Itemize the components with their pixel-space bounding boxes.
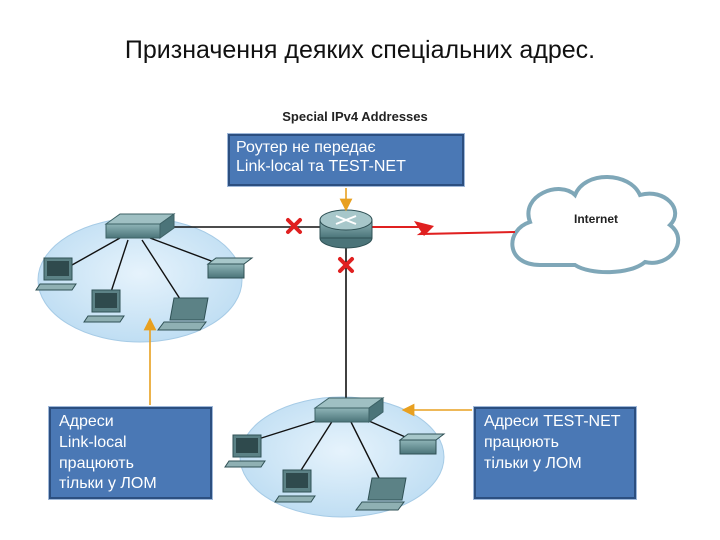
pc-icon [83, 289, 125, 323]
printer-icon [206, 257, 254, 279]
callout-line: Адреси [59, 413, 114, 430]
callout-line: Link-local [59, 433, 127, 451]
internet-label: Internet [573, 212, 618, 226]
callout-line: Роутер не передає [236, 139, 376, 156]
pc-icon [274, 469, 316, 503]
block-x-icon [338, 257, 354, 273]
callout-line: Адреси TEST-NET [484, 413, 621, 430]
block-x-icon [286, 218, 302, 234]
switch-icon [313, 397, 385, 423]
callout-line: тільки у ЛОМ [484, 454, 582, 472]
laptop-icon [355, 477, 407, 511]
right-lan-callout: Адреси TEST-NET працюють тільки у ЛОМ [474, 407, 636, 499]
left-lan-callout: Адреси Link-local працюють тільки у ЛОМ [49, 407, 212, 499]
callout-line: Link-local та TEST-NET [236, 157, 406, 175]
wan-link [370, 226, 516, 236]
printer-icon [398, 433, 446, 455]
switch-icon [104, 213, 176, 239]
diagram-subtitle: Special IPv4 Addresses [282, 109, 428, 124]
callout-line: працюють [484, 433, 559, 451]
router-callout: Роутер не передає Link-local та TEST-NET [228, 134, 464, 186]
pc-icon [224, 434, 266, 468]
cloud-icon [510, 175, 681, 275]
laptop-icon [157, 297, 209, 331]
callout-line: тільки у ЛОМ [59, 475, 157, 493]
page-title: Призначення деяких спеціальних адрес. [124, 36, 596, 64]
router-icon [319, 209, 373, 249]
left-lan-links [71, 237, 223, 303]
callout-line: працюють [59, 454, 134, 472]
pc-icon [35, 257, 77, 291]
